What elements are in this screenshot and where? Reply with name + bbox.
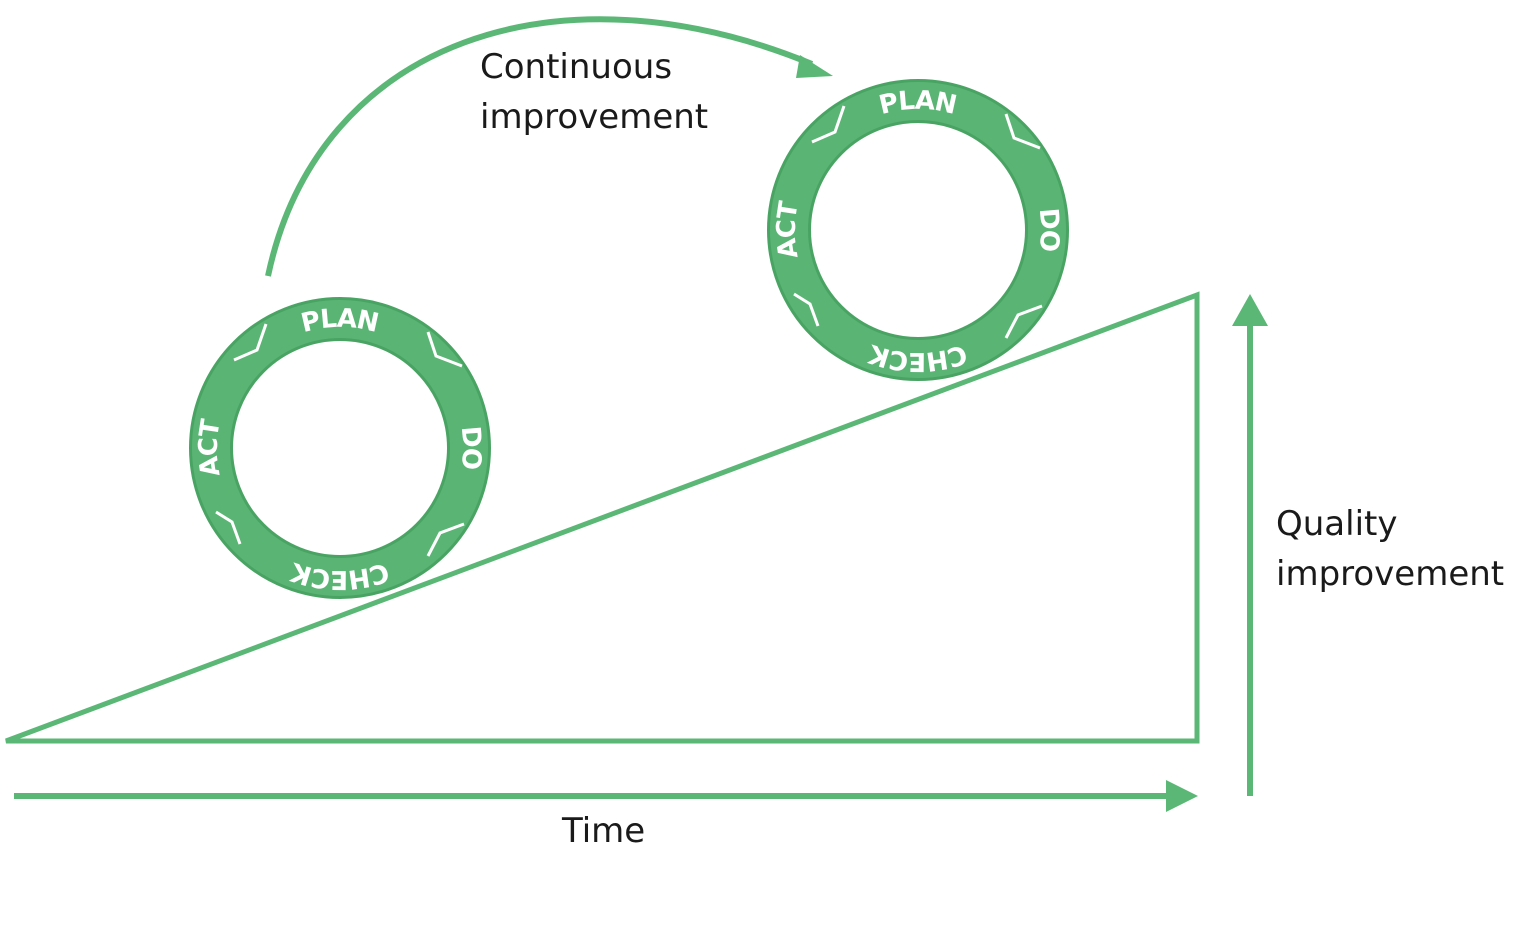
pdca-wheel-upper: PLAN DO CHECK ACT: [767, 79, 1069, 381]
quality-label-line1: Quality: [1276, 504, 1398, 544]
wheel-label-act: ACT: [772, 199, 805, 260]
continuous-improvement-arrow: [265, 16, 833, 277]
continuous-label-line1: Continuous: [480, 47, 673, 87]
time-arrow: [14, 780, 1198, 812]
quality-slope: [5, 291, 1200, 744]
quality-arrow: [1232, 294, 1268, 796]
wheel-label-plan: PLAN: [298, 304, 381, 339]
wheel-label-plan: PLAN: [876, 86, 959, 121]
quality-label-line2: improvement: [1276, 554, 1505, 594]
quality-improvement-label: Quality improvement: [1276, 499, 1504, 599]
pdca-wheel-lower: PLAN DO CHECK ACT: [189, 297, 491, 599]
time-label: Time: [562, 811, 646, 851]
continuous-improvement-label: Continuous improvement: [480, 42, 708, 142]
continuous-label-line2: improvement: [480, 97, 709, 137]
wheel-label-act: ACT: [194, 417, 227, 478]
